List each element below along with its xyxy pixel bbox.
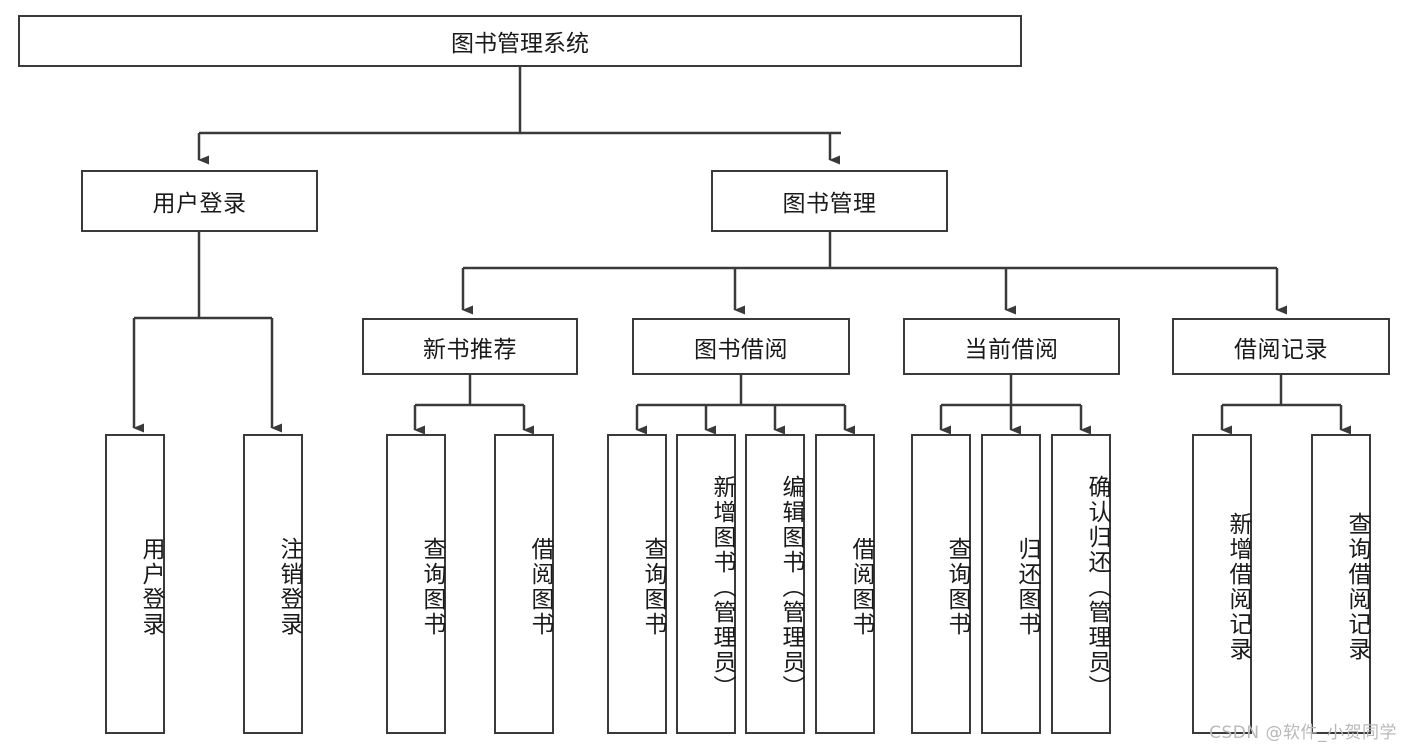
node-label: 图书管理系统 — [451, 31, 589, 57]
node-user-login[interactable]: 用户登录 — [81, 170, 318, 232]
node-label: 归还图书 — [1014, 537, 1040, 637]
leaf-user-login-login[interactable]: 用户登录 — [105, 434, 165, 734]
leaf-user-login-logout[interactable]: 注销登录 — [243, 434, 303, 734]
node-label: 新增借阅记录 — [1225, 512, 1251, 662]
leaf-borrow-record-query-record[interactable]: 查询借阅记录 — [1311, 434, 1371, 734]
leaf-new-book-borrow-books[interactable]: 借阅图书 — [494, 434, 554, 734]
node-label: 图书借阅 — [694, 336, 788, 363]
leaf-current-borrow-confirm-return-admin[interactable]: 确认归还（管理员） — [1051, 434, 1111, 734]
node-label: 查询图书 — [640, 537, 666, 637]
node-label: 编辑图书（管理员） — [778, 474, 804, 700]
node-label: 查询图书 — [419, 537, 445, 637]
node-new-book-recommend[interactable]: 新书推荐 — [362, 318, 578, 375]
node-label: 用户登录 — [152, 191, 247, 217]
node-label: 用户登录 — [138, 537, 164, 637]
node-label: 查询图书 — [944, 537, 970, 637]
node-current-borrow[interactable]: 当前借阅 — [903, 318, 1120, 375]
node-label: 确认归还（管理员） — [1084, 474, 1110, 700]
node-label: 借阅记录 — [1234, 336, 1328, 363]
node-label: 借阅图书 — [527, 537, 553, 637]
leaf-book-borrow-edit-book-admin[interactable]: 编辑图书（管理员） — [745, 434, 805, 734]
node-borrow-record[interactable]: 借阅记录 — [1172, 318, 1390, 375]
leaf-current-borrow-return-books[interactable]: 归还图书 — [981, 434, 1041, 734]
leaf-book-borrow-borrow-books[interactable]: 借阅图书 — [815, 434, 875, 734]
node-label: 注销登录 — [276, 537, 302, 637]
leaf-new-book-query-books[interactable]: 查询图书 — [386, 434, 446, 734]
node-label: 查询借阅记录 — [1344, 512, 1370, 662]
node-label: 图书管理 — [782, 191, 877, 217]
leaf-book-borrow-query-books[interactable]: 查询图书 — [607, 434, 667, 734]
node-label: 借阅图书 — [848, 537, 874, 637]
node-label: 新书推荐 — [423, 336, 517, 363]
node-book-management[interactable]: 图书管理 — [711, 170, 948, 232]
leaf-book-borrow-add-book-admin[interactable]: 新增图书（管理员） — [676, 434, 736, 734]
node-label: 当前借阅 — [964, 336, 1059, 363]
node-root-book-management-system[interactable]: 图书管理系统 — [18, 15, 1022, 67]
leaf-current-borrow-query-books[interactable]: 查询图书 — [911, 434, 971, 734]
node-label: 新增图书（管理员） — [709, 474, 735, 700]
leaf-borrow-record-add-record[interactable]: 新增借阅记录 — [1192, 434, 1252, 734]
node-book-borrow[interactable]: 图书借阅 — [632, 318, 850, 375]
watermark-text: CSDN @软件_小贺同学 — [1209, 723, 1397, 743]
